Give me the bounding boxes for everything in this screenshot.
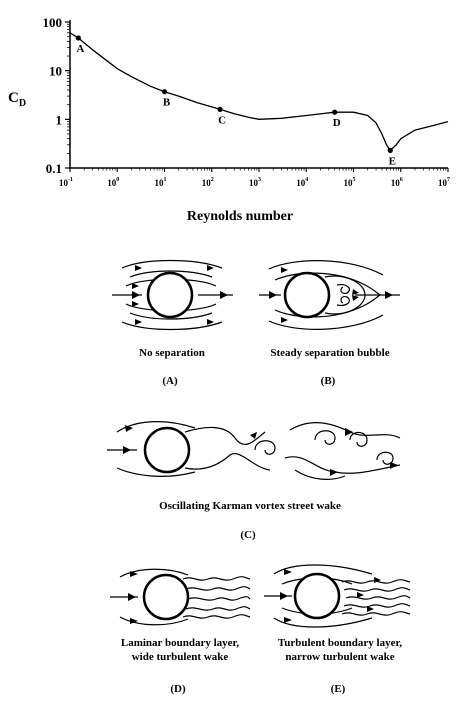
y-axis-label-subscript: D bbox=[19, 98, 26, 109]
y-tick-label: 100 bbox=[43, 15, 63, 30]
x-tick-label: 101 bbox=[155, 177, 167, 188]
caption-laminar-wide-wake: Laminar boundary layer, wide turbulent w… bbox=[100, 636, 260, 664]
caption-turbulent-line-1: Turbulent boundary layer, bbox=[277, 637, 403, 649]
diagram-no-separation bbox=[112, 259, 233, 331]
point-a bbox=[75, 35, 81, 41]
x-tick-exponent: 6 bbox=[400, 177, 403, 183]
diagram-turbulent-narrow-wake bbox=[264, 564, 411, 628]
y-tick-label: 1 bbox=[56, 112, 63, 127]
x-tick-label: 102 bbox=[202, 177, 214, 188]
cylinder bbox=[142, 573, 190, 621]
label-b: (B) bbox=[320, 375, 336, 387]
x-tick-label: 103 bbox=[249, 177, 261, 188]
x-tick-label: 10-1 bbox=[59, 177, 73, 188]
chart-axes bbox=[69, 20, 448, 169]
cylinder bbox=[143, 426, 191, 474]
diagram-laminar-wide-wake bbox=[110, 568, 251, 626]
x-tick-exponent: 3 bbox=[258, 177, 261, 183]
x-tick-exponent: 5 bbox=[353, 177, 356, 183]
x-tick-label: 100 bbox=[107, 177, 119, 188]
caption-laminar-line-2: wide turbulent wake bbox=[131, 651, 229, 663]
caption-turbulent-narrow-wake: Turbulent boundary layer, narrow turbule… bbox=[255, 636, 425, 664]
y-tick-label: 10 bbox=[49, 64, 62, 79]
y-axis-label: CD bbox=[8, 90, 26, 109]
x-axis-title: Reynolds number bbox=[186, 209, 294, 224]
label-e: (E) bbox=[330, 683, 346, 695]
x-tick-label: 106 bbox=[391, 177, 403, 188]
diagram-steady-separation-bubble bbox=[259, 260, 400, 330]
x-tick-exponent: 0 bbox=[116, 177, 119, 183]
diagram-karman-vortex-street bbox=[107, 421, 401, 480]
point-d bbox=[332, 109, 338, 115]
label-c: (C) bbox=[240, 529, 256, 541]
point-b bbox=[161, 89, 168, 95]
x-tick-label: 105 bbox=[344, 177, 356, 188]
caption-steady-separation-bubble: Steady separation bubble bbox=[270, 347, 390, 359]
label-d: (D) bbox=[170, 683, 186, 695]
point-e bbox=[387, 147, 393, 153]
caption-no-separation: No separation bbox=[139, 347, 205, 359]
x-tick-exponent: 4 bbox=[305, 177, 308, 183]
x-tick-label: 104 bbox=[296, 177, 308, 188]
point-label-b: B bbox=[163, 97, 171, 109]
point-label-a: A bbox=[76, 43, 84, 55]
point-label-c: C bbox=[218, 114, 226, 126]
label-a: (A) bbox=[162, 375, 178, 387]
point-label-d: D bbox=[333, 117, 341, 129]
x-tick-exponent: 2 bbox=[211, 177, 214, 183]
x-tick-exponent: 1 bbox=[164, 177, 167, 183]
point-c bbox=[217, 106, 223, 112]
caption-turbulent-line-2: narrow turbulent wake bbox=[285, 651, 395, 663]
cylinder bbox=[293, 572, 341, 620]
caption-laminar-line-1: Laminar boundary layer, bbox=[120, 637, 240, 649]
x-tick-label: 107 bbox=[438, 177, 450, 188]
caption-karman-vortex-street: Oscillating Karman vortex street wake bbox=[159, 500, 341, 512]
x-tick-exponent: 7 bbox=[447, 177, 450, 183]
chart-points: A B C D E bbox=[75, 35, 396, 167]
y-tick-label: 0.1 bbox=[46, 161, 62, 176]
cylinder bbox=[283, 271, 331, 319]
cd-curve-line bbox=[69, 32, 449, 152]
x-tick-exponent: -1 bbox=[68, 177, 73, 183]
point-label-e: E bbox=[389, 155, 396, 167]
axis-lines bbox=[69, 20, 448, 169]
cylinder bbox=[146, 271, 194, 319]
